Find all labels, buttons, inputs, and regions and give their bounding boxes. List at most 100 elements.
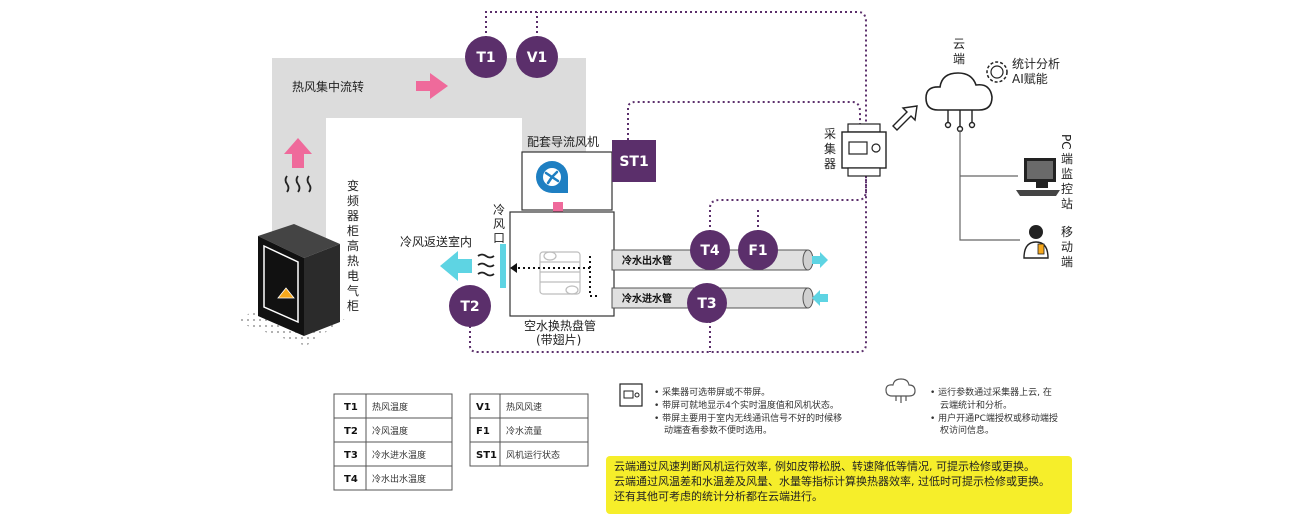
cloud-notes-icon — [885, 378, 916, 403]
svg-text:V1: V1 — [527, 50, 548, 66]
mobile-label: 移 动 端 — [1061, 225, 1073, 269]
collector-notes-icon — [619, 383, 643, 407]
svg-text:采: 采 — [824, 127, 836, 141]
coil-icon — [539, 251, 581, 295]
highlight-notes: 云端通过风速判断风机运行效率, 例如皮带松脱、转速降低等情况, 可提示检修或更换… — [606, 456, 1072, 514]
svg-text:动端查看参数不便时选用。: 动端查看参数不便时选用。 — [664, 424, 772, 436]
svg-text:监: 监 — [1061, 167, 1073, 181]
cloud-notes: • 运行参数通过采集器上云, 在 云端统计和分析。 • 用户开通PC端授权或移动… — [930, 386, 1058, 436]
sensor-t4: T4 — [690, 230, 730, 270]
legend-code: T2 — [344, 426, 358, 437]
coil-label-line1: 空水换热盘管 — [524, 318, 596, 333]
svg-text:气: 气 — [347, 283, 359, 298]
cold-air-outlet — [500, 244, 506, 288]
hot-air-duct — [272, 58, 586, 238]
cloud-connectors — [944, 110, 976, 133]
svg-text:端: 端 — [1061, 255, 1073, 269]
svg-text:集: 集 — [824, 141, 836, 156]
highlight-note-line: 云端通过风温差和水温差及风量、水量等指标计算换热器效率, 过低时可提示检修或更换… — [614, 475, 1050, 488]
sensor-v1: V1 — [516, 36, 558, 78]
fan-icon — [536, 161, 568, 193]
fan-label: 配套导流风机 — [527, 135, 599, 149]
svg-text:动: 动 — [1061, 240, 1073, 254]
svg-text:T1: T1 — [476, 50, 495, 66]
svg-text:器: 器 — [824, 157, 836, 171]
sensor-f1: F1 — [738, 230, 778, 270]
pipe-in-label: 冷水进水管 — [622, 292, 672, 305]
svg-text:• 采集器可选带屏或不带屏。: • 采集器可选带屏或不带屏。 — [654, 386, 770, 398]
svg-text:频: 频 — [347, 194, 359, 208]
internal-flow-arrowhead — [510, 263, 517, 273]
svg-text:• 运行参数通过采集器上云, 在: • 运行参数通过采集器上云, 在 — [930, 386, 1052, 398]
internal-flow-dotted — [516, 256, 598, 297]
cold-outlet-label: 冷 风 口 — [493, 203, 505, 245]
legend-desc: 风机运行状态 — [506, 449, 560, 461]
svg-text:口: 口 — [493, 231, 505, 245]
legend-desc: 热风风速 — [506, 401, 542, 413]
heat-exchanger-box — [509, 211, 615, 317]
sensor-t3: T3 — [687, 283, 727, 323]
upload-arrow-icon — [892, 105, 918, 131]
pipe-in-arrow — [812, 290, 828, 306]
svg-text:高: 高 — [347, 238, 359, 253]
svg-text:移: 移 — [1061, 225, 1073, 239]
cloud-label: 云 端 — [953, 37, 965, 66]
legend-desc: 热风温度 — [372, 401, 408, 413]
pc-station-label: PC 端 监 控 站 — [1059, 134, 1073, 211]
svg-text:柜: 柜 — [347, 224, 359, 238]
svg-text:控: 控 — [1061, 182, 1073, 196]
sensor-t1: T1 — [465, 36, 507, 78]
stats-label-line2: AI赋能 — [1012, 72, 1048, 86]
svg-text:权访问信息。: 权访问信息。 — [940, 424, 994, 436]
svg-text:ST1: ST1 — [619, 154, 648, 170]
svg-text:T3: T3 — [697, 296, 716, 312]
svg-text:PC: PC — [1059, 134, 1073, 150]
svg-text:柜: 柜 — [347, 299, 359, 313]
svg-text:站: 站 — [1061, 197, 1073, 211]
svg-text:T2: T2 — [460, 299, 479, 315]
svg-text:端: 端 — [953, 52, 965, 66]
svg-text:• 带屏主要用于室内无线通讯信号不好的时候移: • 带屏主要用于室内无线通讯信号不好的时候移 — [654, 412, 842, 424]
legend-desc: 冷风温度 — [372, 425, 408, 437]
mobile-user-icon — [1023, 225, 1049, 259]
pipe-out-label: 冷水出水管 — [622, 254, 672, 267]
cabinet-icon — [236, 224, 346, 375]
sensor-st1: ST1 — [612, 140, 656, 182]
collector-label: 采 集 器 — [824, 127, 836, 171]
svg-text:冷: 冷 — [493, 203, 505, 217]
coil-label-line2: (带翅片) — [536, 332, 581, 347]
legend-desc: 冷水出水温度 — [372, 473, 426, 485]
legend-code: T4 — [344, 474, 358, 485]
hot-air-flow-label: 热风集中流转 — [292, 79, 364, 94]
legend-desc: 冷水进水温度 — [372, 449, 426, 461]
collector-notes: • 采集器可选带屏或不带屏。 • 带屏可就地显示4个实时温度值和风机状态。 • … — [654, 386, 842, 436]
highlight-note-line: 还有其他可考虑的统计分析都在云端进行。 — [614, 490, 823, 503]
cold-air-arrow-left — [440, 251, 472, 281]
cabinet-label: 变 频 器 柜 高 热 电 气 柜 — [347, 178, 359, 313]
cold-air-indoor-label: 冷风返送室内 — [400, 234, 472, 249]
svg-text:云: 云 — [953, 37, 965, 51]
svg-text:F1: F1 — [748, 243, 767, 259]
svg-text:变: 变 — [347, 178, 359, 193]
hot-air-arrow-right — [416, 73, 448, 99]
legend-table-left: T1 热风温度 T2 冷风温度 T3 冷水进水温度 T4 冷水出水温度 — [333, 393, 453, 491]
highlight-note-line: 云端通过风速判断风机运行效率, 例如皮带松脱、转速降低等情况, 可提示检修或更换… — [614, 460, 1035, 473]
svg-text:云端统计和分析。: 云端统计和分析。 — [940, 399, 1012, 411]
svg-text:T4: T4 — [700, 243, 720, 259]
heat-wave-icon — [284, 175, 312, 193]
stats-label-line1: 统计分析 — [1012, 57, 1060, 71]
legend-code: F1 — [476, 426, 490, 437]
pipe-out-arrow — [812, 252, 828, 268]
legend-code: T1 — [344, 402, 358, 413]
legend-table-right: V1 热风风速 F1 冷水流量 ST1 风机运行状态 — [469, 393, 589, 467]
ai-gear-icon — [986, 61, 1008, 83]
legend-desc: 冷水流量 — [506, 425, 542, 437]
collector-icon — [841, 123, 887, 177]
svg-text:热: 热 — [347, 254, 359, 268]
legend-code: ST1 — [476, 450, 497, 461]
svg-text:• 用户开通PC端授权或移动端授: • 用户开通PC端授权或移动端授 — [930, 412, 1058, 424]
svg-text:端: 端 — [1061, 152, 1073, 166]
device-lines — [959, 130, 1020, 241]
hot-air-arrow-up — [284, 138, 312, 168]
